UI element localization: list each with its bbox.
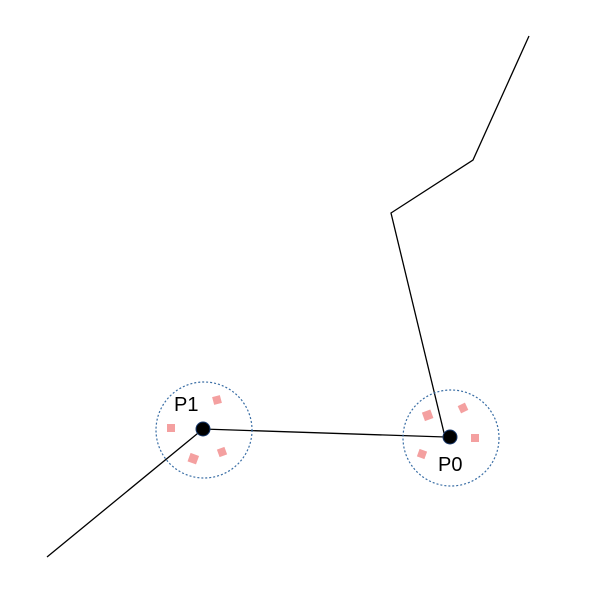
- p1-group: P1: [155, 381, 253, 479]
- p0-point: [442, 429, 458, 445]
- p0-sample-marker: [421, 409, 434, 422]
- p0-group: P0: [402, 389, 500, 487]
- p1-point: [195, 421, 211, 437]
- p0-sample-marker: [471, 434, 479, 442]
- p1-sample-marker: [212, 395, 222, 405]
- p0-neighborhood-circle: [402, 389, 500, 487]
- p1-sample-marker: [216, 446, 228, 458]
- p1-sample-marker: [187, 452, 200, 465]
- p1-label: P1: [174, 394, 198, 416]
- p0-sample-marker: [457, 402, 469, 414]
- p0-sample-marker: [416, 448, 428, 460]
- p1-sample-marker: [167, 424, 175, 432]
- p1-neighborhood-circle: [155, 381, 253, 479]
- path-polyline: [46, 35, 530, 558]
- p0-label: P0: [438, 454, 462, 476]
